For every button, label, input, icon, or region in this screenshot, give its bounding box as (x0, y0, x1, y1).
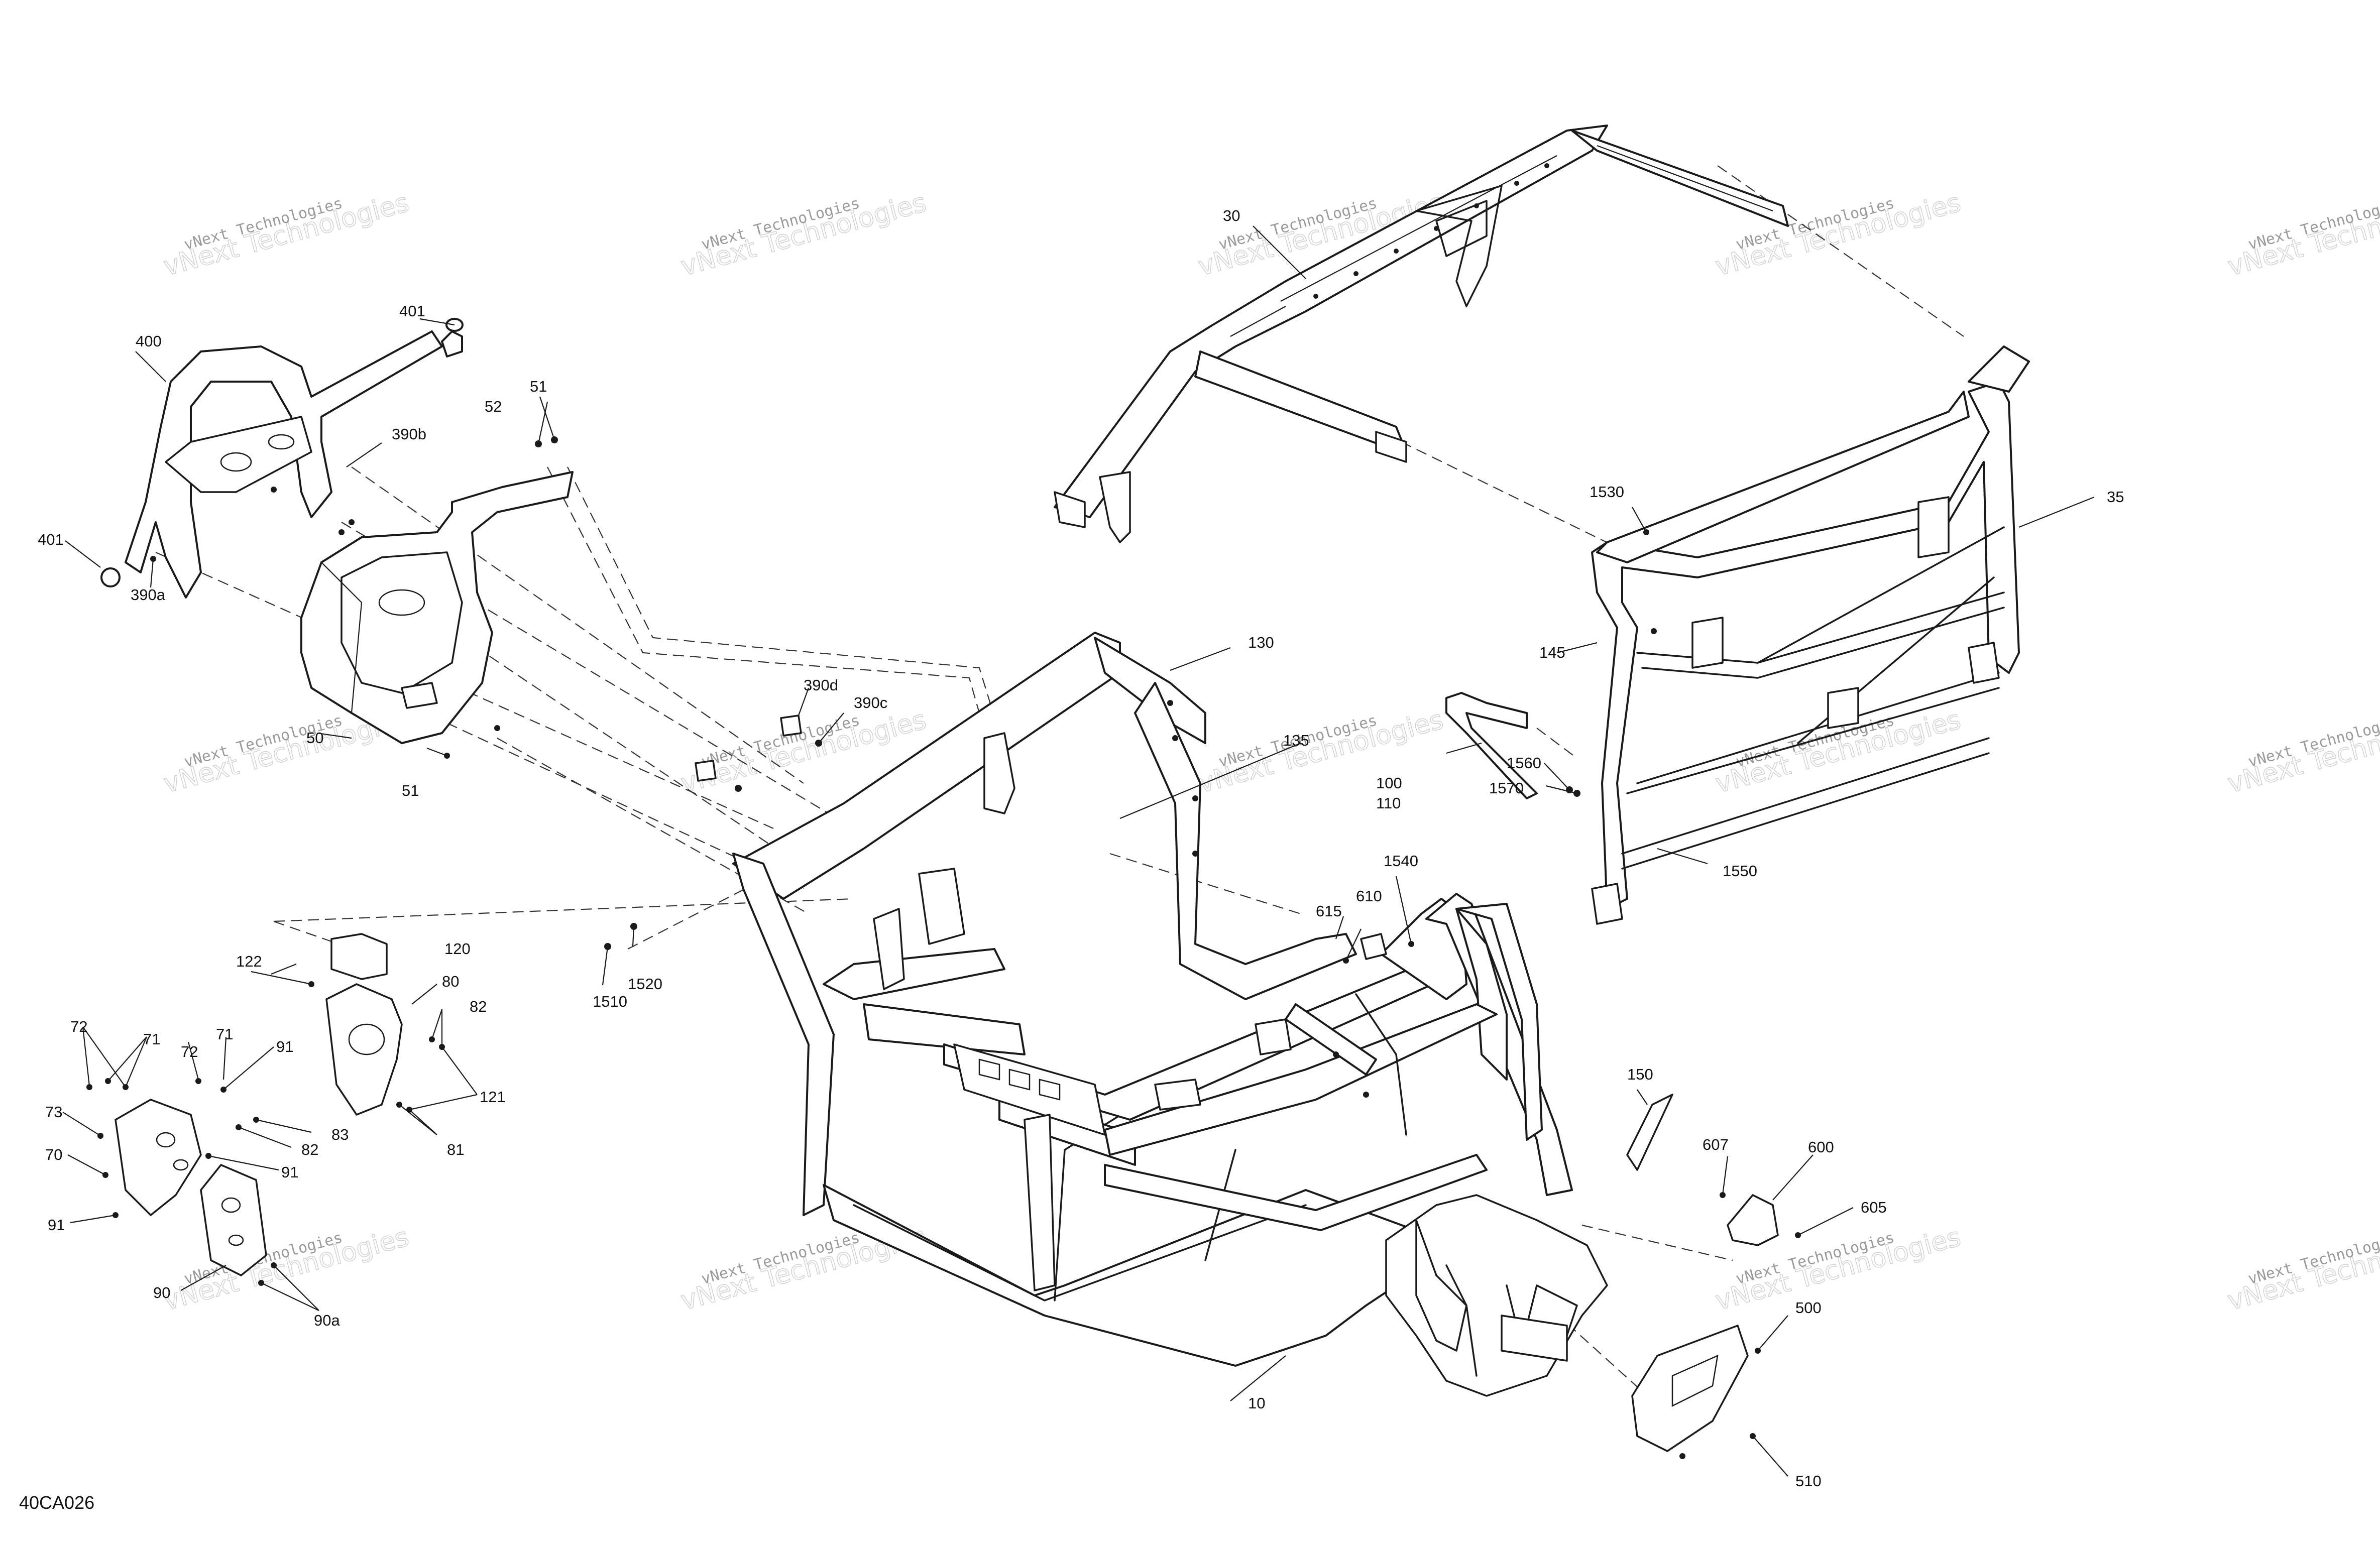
callout-91-lower: 91 (48, 1216, 65, 1234)
callout-400: 400 (136, 332, 162, 350)
callout-82-upper: 82 (470, 998, 487, 1015)
callout-500: 500 (1795, 1299, 1822, 1317)
callout-390d: 390d (804, 676, 838, 694)
callout-110: 110 (1376, 794, 1401, 812)
callout-90a: 90a (314, 1312, 340, 1329)
callout-401-left: 401 (38, 531, 64, 548)
watermark: vNext Technologies vNext Technologies (2224, 704, 2380, 800)
roll-cage-front (1054, 125, 1789, 543)
callout-50: 50 (306, 729, 323, 747)
front-bumper (100, 330, 463, 599)
leader-lines (62, 225, 2095, 1477)
callout-605: 605 (1861, 1199, 1887, 1216)
watermark: vNext Technologies vNext Technologies (2224, 187, 2380, 283)
callout-135: 135 (1283, 732, 1309, 749)
callout-610: 610 (1356, 887, 1382, 905)
front-frame (300, 471, 574, 744)
callout-510: 510 (1795, 1472, 1822, 1490)
callout-1570: 1570 (1489, 779, 1524, 797)
watermark: vNext Technologies vNext Technologies (1195, 704, 1447, 800)
callout-607: 607 (1703, 1136, 1729, 1153)
callout-81: 81 (447, 1141, 464, 1158)
callout-1510: 1510 (593, 993, 627, 1010)
callout-70: 70 (45, 1146, 62, 1163)
callout-390a: 390a (131, 586, 166, 604)
callout-1560: 1560 (1507, 754, 1541, 772)
callout-72-right: 72 (181, 1043, 198, 1060)
callout-52: 52 (485, 398, 502, 415)
callout-80: 80 (442, 973, 459, 990)
callout-91-upper: 91 (276, 1038, 293, 1055)
callout-401-upper: 401 (399, 302, 425, 320)
callout-615: 615 (1316, 902, 1342, 920)
callout-600: 600 (1808, 1138, 1834, 1156)
callout-120: 120 (444, 940, 471, 958)
callout-82-lower: 82 (301, 1141, 318, 1158)
callouts: 10 30 35 50 51 51 52 70 71 71 72 72 73 8… (38, 207, 2124, 1490)
callout-150: 150 (1627, 1065, 1653, 1083)
callout-83: 83 (331, 1126, 349, 1143)
callout-1550: 1550 (1723, 862, 1757, 880)
hardware (150, 318, 1801, 1459)
main-chassis (732, 632, 1608, 1397)
callout-10: 10 (1248, 1394, 1265, 1412)
figure-id: 40CA026 (19, 1492, 94, 1513)
callout-100: 100 (1376, 774, 1402, 792)
roll-cage-rear (1591, 345, 2030, 925)
callout-71-left: 71 (143, 1030, 160, 1048)
callout-51-upper: 51 (530, 378, 547, 395)
callout-122: 122 (236, 953, 262, 970)
callout-72-left: 72 (70, 1018, 87, 1035)
callout-145: 145 (1539, 644, 1565, 661)
left-brackets (86, 933, 445, 1286)
callout-390c: 390c (854, 694, 887, 711)
watermark: vNext Technologies vNext Technologies (677, 187, 930, 283)
grab-handle (1445, 692, 1538, 799)
callout-35: 35 (2107, 488, 2124, 506)
watermark: vNext Technologies vNext Technologies (160, 1222, 412, 1317)
callout-1530: 1530 (1590, 483, 1624, 501)
callout-121: 121 (480, 1088, 506, 1106)
callout-91-middle: 91 (281, 1163, 298, 1181)
callout-1520: 1520 (628, 975, 662, 993)
callout-390b: 390b (392, 425, 426, 443)
callout-90: 90 (153, 1284, 170, 1301)
callout-130: 130 (1248, 634, 1274, 651)
callout-1540: 1540 (1384, 852, 1418, 870)
watermark: vNext Technologies vNext Technologies (160, 187, 412, 283)
watermarks: vNext Technologies vNext Technologies vN… (160, 187, 2380, 1317)
callout-71-right: 71 (216, 1025, 233, 1043)
callout-51-lower: 51 (402, 782, 419, 799)
watermark: vNext Technologies vNext Technologies (2224, 1222, 2380, 1317)
callout-30: 30 (1223, 207, 1240, 224)
callout-73: 73 (45, 1103, 62, 1121)
